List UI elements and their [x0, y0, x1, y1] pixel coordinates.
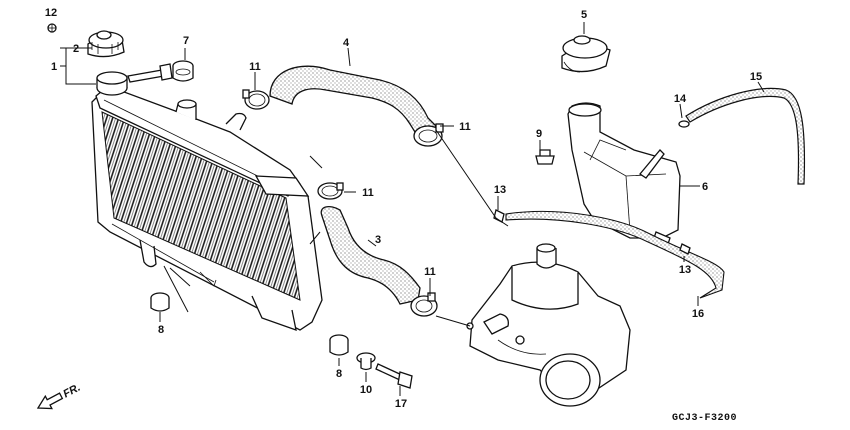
callout-4: 4	[343, 37, 350, 49]
grommet-8b	[329, 334, 349, 356]
hose-clamp-d	[410, 292, 438, 317]
callout-8-a: 8	[158, 324, 164, 336]
callout-8-b: 8	[336, 368, 342, 380]
radiator	[91, 71, 323, 331]
overflow-tube-15	[678, 87, 806, 185]
bolt-9	[535, 149, 555, 165]
grommet-7	[172, 60, 194, 82]
leader-lines	[60, 22, 765, 396]
bolt-17	[375, 363, 413, 389]
callout-7: 7	[183, 35, 189, 47]
callout-5: 5	[581, 9, 587, 21]
callout-10: 10	[360, 384, 372, 396]
callout-12: 12	[45, 7, 57, 19]
callout-9: 9	[536, 128, 542, 140]
reserve-tank-cap	[561, 35, 611, 73]
callout-11-d: 11	[424, 266, 436, 278]
callout-17: 17	[395, 398, 407, 410]
screw-12	[47, 23, 57, 33]
hose-clamp-b	[413, 123, 444, 147]
lower-water-hose	[320, 205, 421, 305]
front-direction-label: FR.	[61, 382, 82, 401]
callout-13-b: 13	[679, 264, 691, 276]
callout-1: 1	[51, 61, 57, 73]
callout-3: 3	[375, 234, 381, 246]
callout-2: 2	[73, 43, 79, 55]
thermostat-housing	[466, 243, 631, 407]
front-arrow-icon	[36, 392, 64, 410]
callout-11-a: 11	[249, 61, 261, 73]
callout-6: 6	[702, 181, 708, 193]
grommet-8a	[150, 292, 170, 312]
callout-14: 14	[674, 93, 687, 105]
upper-water-hose	[269, 65, 437, 141]
callouts: 12 2 1 7 4 5 11 11 11 11 3 8 8 10 17 9 1…	[45, 7, 762, 410]
callout-11-c: 11	[362, 187, 374, 199]
callout-13-a: 13	[494, 184, 506, 196]
front-direction-indicator: FR.	[36, 382, 83, 410]
radiator-bolt	[127, 63, 173, 83]
callout-16: 16	[692, 308, 704, 320]
callout-15: 15	[750, 71, 762, 83]
collar-10	[356, 352, 376, 371]
hose-clamp-a	[242, 89, 270, 110]
hose-clamp-c	[317, 182, 344, 200]
callout-11-b: 11	[459, 121, 471, 133]
radiator-cap	[87, 30, 125, 58]
figure-code: GCJ3-F3200	[672, 413, 737, 424]
